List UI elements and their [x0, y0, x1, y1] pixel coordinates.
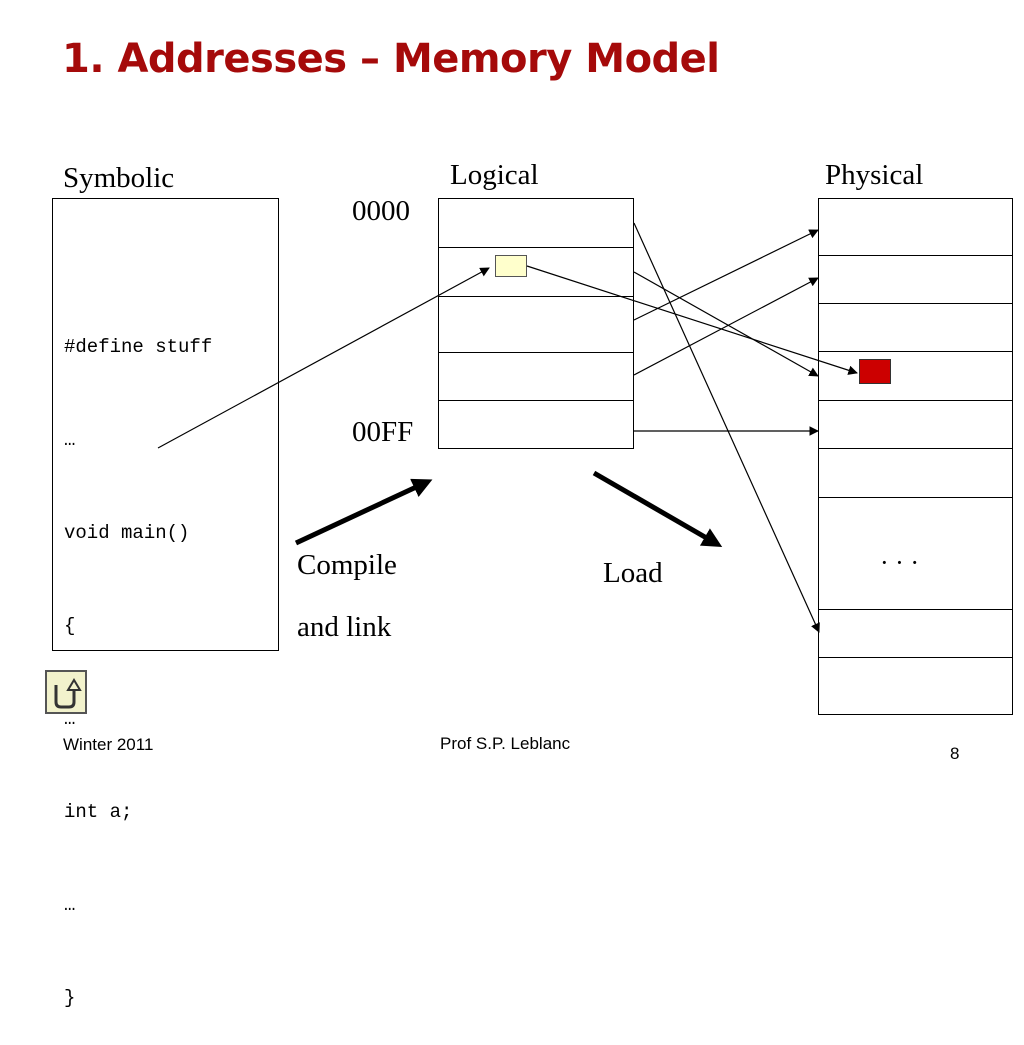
symbolic-heading: Symbolic: [63, 162, 175, 194]
logical-cell-divider: [439, 400, 633, 401]
compile-label: Compile: [297, 549, 397, 581]
physical-heading: Physical: [825, 159, 924, 191]
slide-title: 1. Addresses – Memory Model: [62, 36, 720, 82]
logical-cell-divider: [439, 247, 633, 248]
physical-cell-divider: [819, 255, 1012, 256]
logical-row4-to-physical-arrow: [633, 277, 819, 376]
code-line: …: [64, 429, 76, 451]
page-number: 8: [950, 744, 960, 763]
address-start-label: 0000: [352, 195, 410, 227]
physical-cell-divider: [819, 351, 1012, 352]
return-arrow-icon: [54, 678, 82, 709]
and-link-label: and link: [297, 611, 392, 643]
ellipsis-label: · · ·: [880, 548, 919, 577]
physical-cell-divider: [819, 400, 1012, 401]
return-button[interactable]: [45, 670, 87, 714]
code-line: {: [64, 615, 76, 637]
code-line: void main(): [64, 522, 190, 544]
footer-term: Winter 2011: [63, 735, 154, 754]
load-label: Load: [603, 557, 663, 589]
load-arrow: [592, 470, 723, 547]
variable-a-physical: [859, 359, 891, 384]
logical-memory-box: [438, 198, 634, 449]
physical-cell-divider: [819, 448, 1012, 449]
logical-cell-divider: [439, 296, 633, 297]
code-line: …: [64, 894, 76, 916]
footer-author: Prof S.P. Leblanc: [440, 734, 571, 753]
physical-cell-divider: [819, 609, 1012, 610]
logical-row2-to-physical-arrow: [633, 271, 819, 377]
physical-cell-divider: [819, 657, 1012, 658]
logical-cell-divider: [439, 352, 633, 353]
compile-arrow: [294, 478, 433, 546]
physical-memory-box: [818, 198, 1013, 715]
address-end-label: 00FF: [352, 416, 414, 448]
code-line: }: [64, 987, 76, 1009]
logical-heading: Logical: [450, 159, 539, 191]
code-line: …: [64, 708, 76, 730]
code-listing: #define stuff … void main() { … int a; ……: [64, 270, 212, 1045]
physical-cell-divider: [819, 497, 1012, 498]
logical-row3-to-physical-arrow: [633, 229, 819, 321]
variable-a-logical: [495, 255, 527, 277]
physical-cell-divider: [819, 303, 1012, 304]
code-line: #define stuff: [64, 336, 213, 358]
code-line: int a;: [64, 801, 133, 823]
